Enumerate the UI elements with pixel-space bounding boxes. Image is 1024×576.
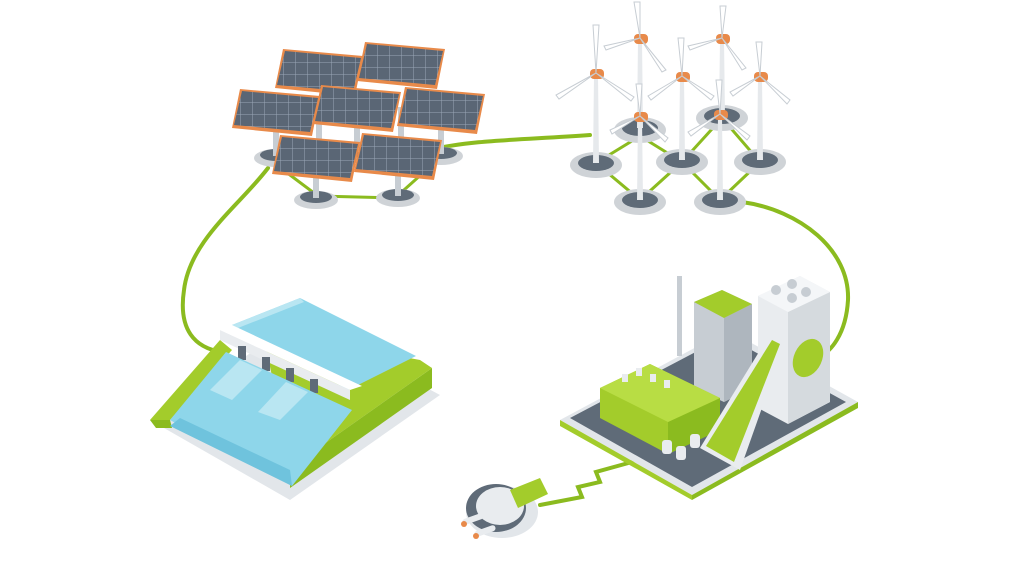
solar-farm-icon [232, 42, 485, 209]
solar-panel [354, 133, 442, 207]
power-plug-icon [461, 478, 548, 539]
wind-turbine [647, 37, 715, 175]
hydro-dam-icon [150, 298, 440, 500]
wind-farm-icon [555, 1, 791, 215]
small-tanks [662, 434, 700, 460]
wind-turbine [609, 83, 669, 215]
wind-turbine [603, 1, 667, 143]
solar-panel [232, 89, 320, 167]
power-cables [180, 133, 851, 507]
roof-tanks [771, 279, 811, 303]
solar-panel [272, 135, 360, 209]
cable-solar-to-hydro [180, 166, 270, 354]
cable-solar-to-wind [428, 133, 592, 152]
wind-turbine [687, 79, 751, 215]
vents [622, 368, 670, 388]
bio-power-plant-icon [560, 276, 858, 500]
wind-turbine [729, 41, 791, 175]
cable-wind-to-plant [740, 200, 851, 358]
dam-gates [238, 346, 318, 393]
cable-plant-to-plug [538, 460, 634, 507]
wind-turbine [555, 24, 635, 178]
